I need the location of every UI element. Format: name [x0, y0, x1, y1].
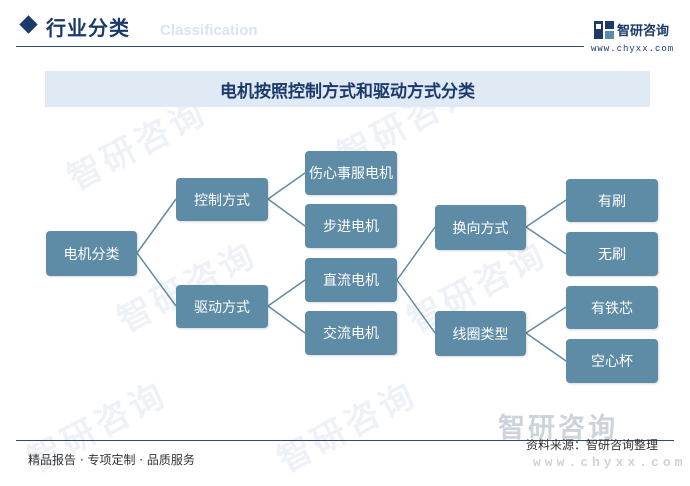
footer-brand-watermark: 智研咨询 — [498, 413, 618, 444]
connector-control-stepper — [267, 198, 306, 227]
connector-dc-coil — [396, 279, 436, 334]
connector-coil-coreless — [525, 332, 567, 362]
connector-dc-commutation — [396, 226, 436, 281]
node-iron-core: 有铁芯 — [566, 286, 658, 329]
logo-icon — [594, 21, 614, 39]
node-servo: 伤心事服电机 — [305, 151, 397, 195]
chart-title: 电机按照控制方式和驱动方式分类 — [220, 81, 475, 102]
node-drive: 驱动方式 — [176, 285, 268, 328]
node-commutation: 换向方式 — [435, 205, 526, 250]
section-subtitle: Classification — [160, 22, 258, 39]
node-coreless: 空心杯 — [566, 339, 658, 383]
connector-coil-iron — [525, 306, 567, 334]
connector-commutation-brushed — [525, 199, 567, 228]
node-stepper: 步进电机 — [305, 204, 397, 248]
chart-title-band: 电机按照控制方式和驱动方式分类 — [45, 71, 650, 107]
node-control: 控制方式 — [176, 178, 268, 221]
footer-slogan: 精品报告 · 专项定制 · 品质服务 — [28, 453, 195, 467]
connector-root-drive — [136, 252, 177, 307]
node-dc: 直流电机 — [305, 258, 397, 302]
header-divider — [16, 46, 584, 47]
logo-name: 智研咨询 — [617, 24, 670, 39]
node-ac: 交流电机 — [305, 311, 397, 355]
connector-drive-dc — [267, 279, 306, 307]
connector-commutation-brushless — [525, 226, 567, 255]
node-coil: 线圈类型 — [435, 311, 526, 356]
logo-url: www.chyxx.com — [591, 44, 675, 54]
connector-drive-ac — [267, 305, 306, 334]
node-brushed: 有刷 — [566, 179, 658, 222]
section-title: 行业分类 — [46, 16, 130, 40]
footer-url-watermark: www.chyxx.com — [533, 455, 687, 470]
node-brushless: 无刷 — [566, 232, 658, 276]
node-root: 电机分类 — [46, 231, 137, 276]
connector-root-control — [136, 198, 177, 254]
connector-control-servo — [267, 172, 306, 200]
footer-divider — [16, 440, 674, 441]
footer-source: 资料来源：智研咨询整理 — [526, 438, 659, 452]
